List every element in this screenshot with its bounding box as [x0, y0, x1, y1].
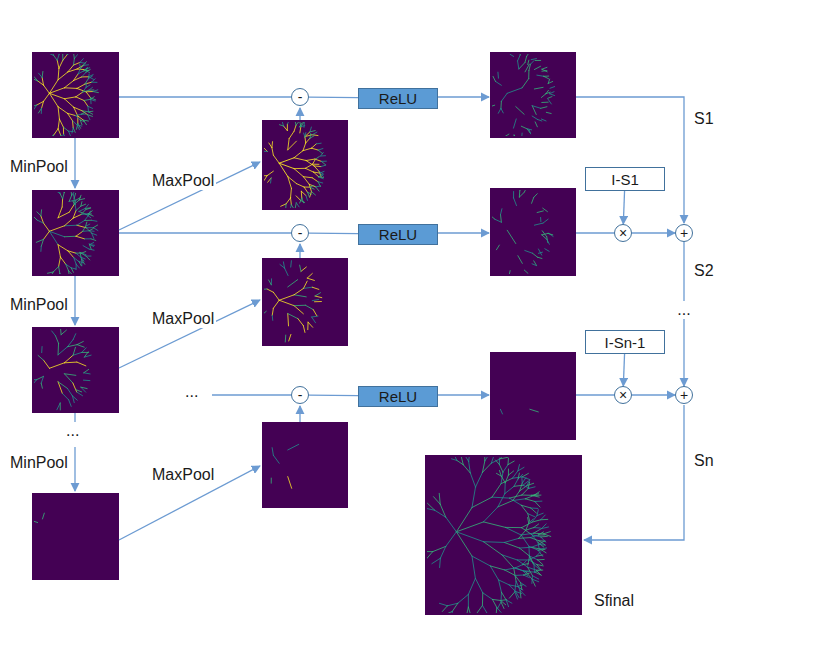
multiply-circle: × — [614, 386, 632, 404]
node-text: - — [298, 388, 303, 402]
relu-box: ReLU — [358, 386, 438, 407]
ellipsis: ... — [64, 422, 81, 440]
pool-label: MaxPool — [150, 310, 216, 328]
relu-box: ReLU — [358, 224, 438, 245]
node-text: I-S1 — [611, 171, 639, 188]
connector — [309, 394, 358, 396]
node-text: ReLU — [379, 226, 417, 243]
stage-output-label: S2 — [692, 262, 716, 280]
connector — [309, 232, 358, 234]
connector — [309, 96, 358, 98]
relu-box: ReLU — [358, 88, 438, 109]
plus-circle: + — [675, 224, 693, 242]
pool-label: MaxPool — [150, 466, 216, 484]
complement-box: I-S1 — [585, 167, 665, 191]
segmentation-images — [30, 49, 582, 624]
node-text: ReLU — [379, 388, 417, 405]
node-text: ReLU — [379, 90, 417, 107]
node-text: - — [298, 90, 303, 104]
pool-label: MinPool — [8, 158, 70, 176]
minus-circle: - — [291, 386, 309, 404]
complement-box: I-Sn-1 — [585, 330, 665, 354]
connector — [632, 232, 675, 233]
node-text: I-Sn-1 — [605, 334, 646, 351]
minus-circle: - — [291, 224, 309, 242]
multiply-circle: × — [614, 224, 632, 242]
node-text: + — [680, 388, 688, 402]
node-text: - — [298, 226, 303, 240]
node-text: + — [680, 226, 688, 240]
stage-output-label: S1 — [692, 110, 716, 128]
pool-label: MinPool — [8, 454, 70, 472]
connector — [632, 394, 675, 395]
pool-label: MaxPool — [150, 172, 216, 190]
minus-circle: - — [291, 88, 309, 106]
pool-label: MinPool — [8, 296, 70, 314]
node-text: × — [619, 226, 627, 240]
plus-circle: + — [675, 386, 693, 404]
connector — [623, 354, 624, 386]
final-output-label: Sfinal — [592, 592, 636, 610]
flow-lines — [75, 97, 684, 540]
ellipsis: ... — [183, 383, 200, 401]
connector — [623, 191, 624, 224]
edge-label: ... — [675, 301, 692, 319]
node-text: × — [619, 388, 627, 402]
stage-output-label: Sn — [692, 452, 716, 470]
